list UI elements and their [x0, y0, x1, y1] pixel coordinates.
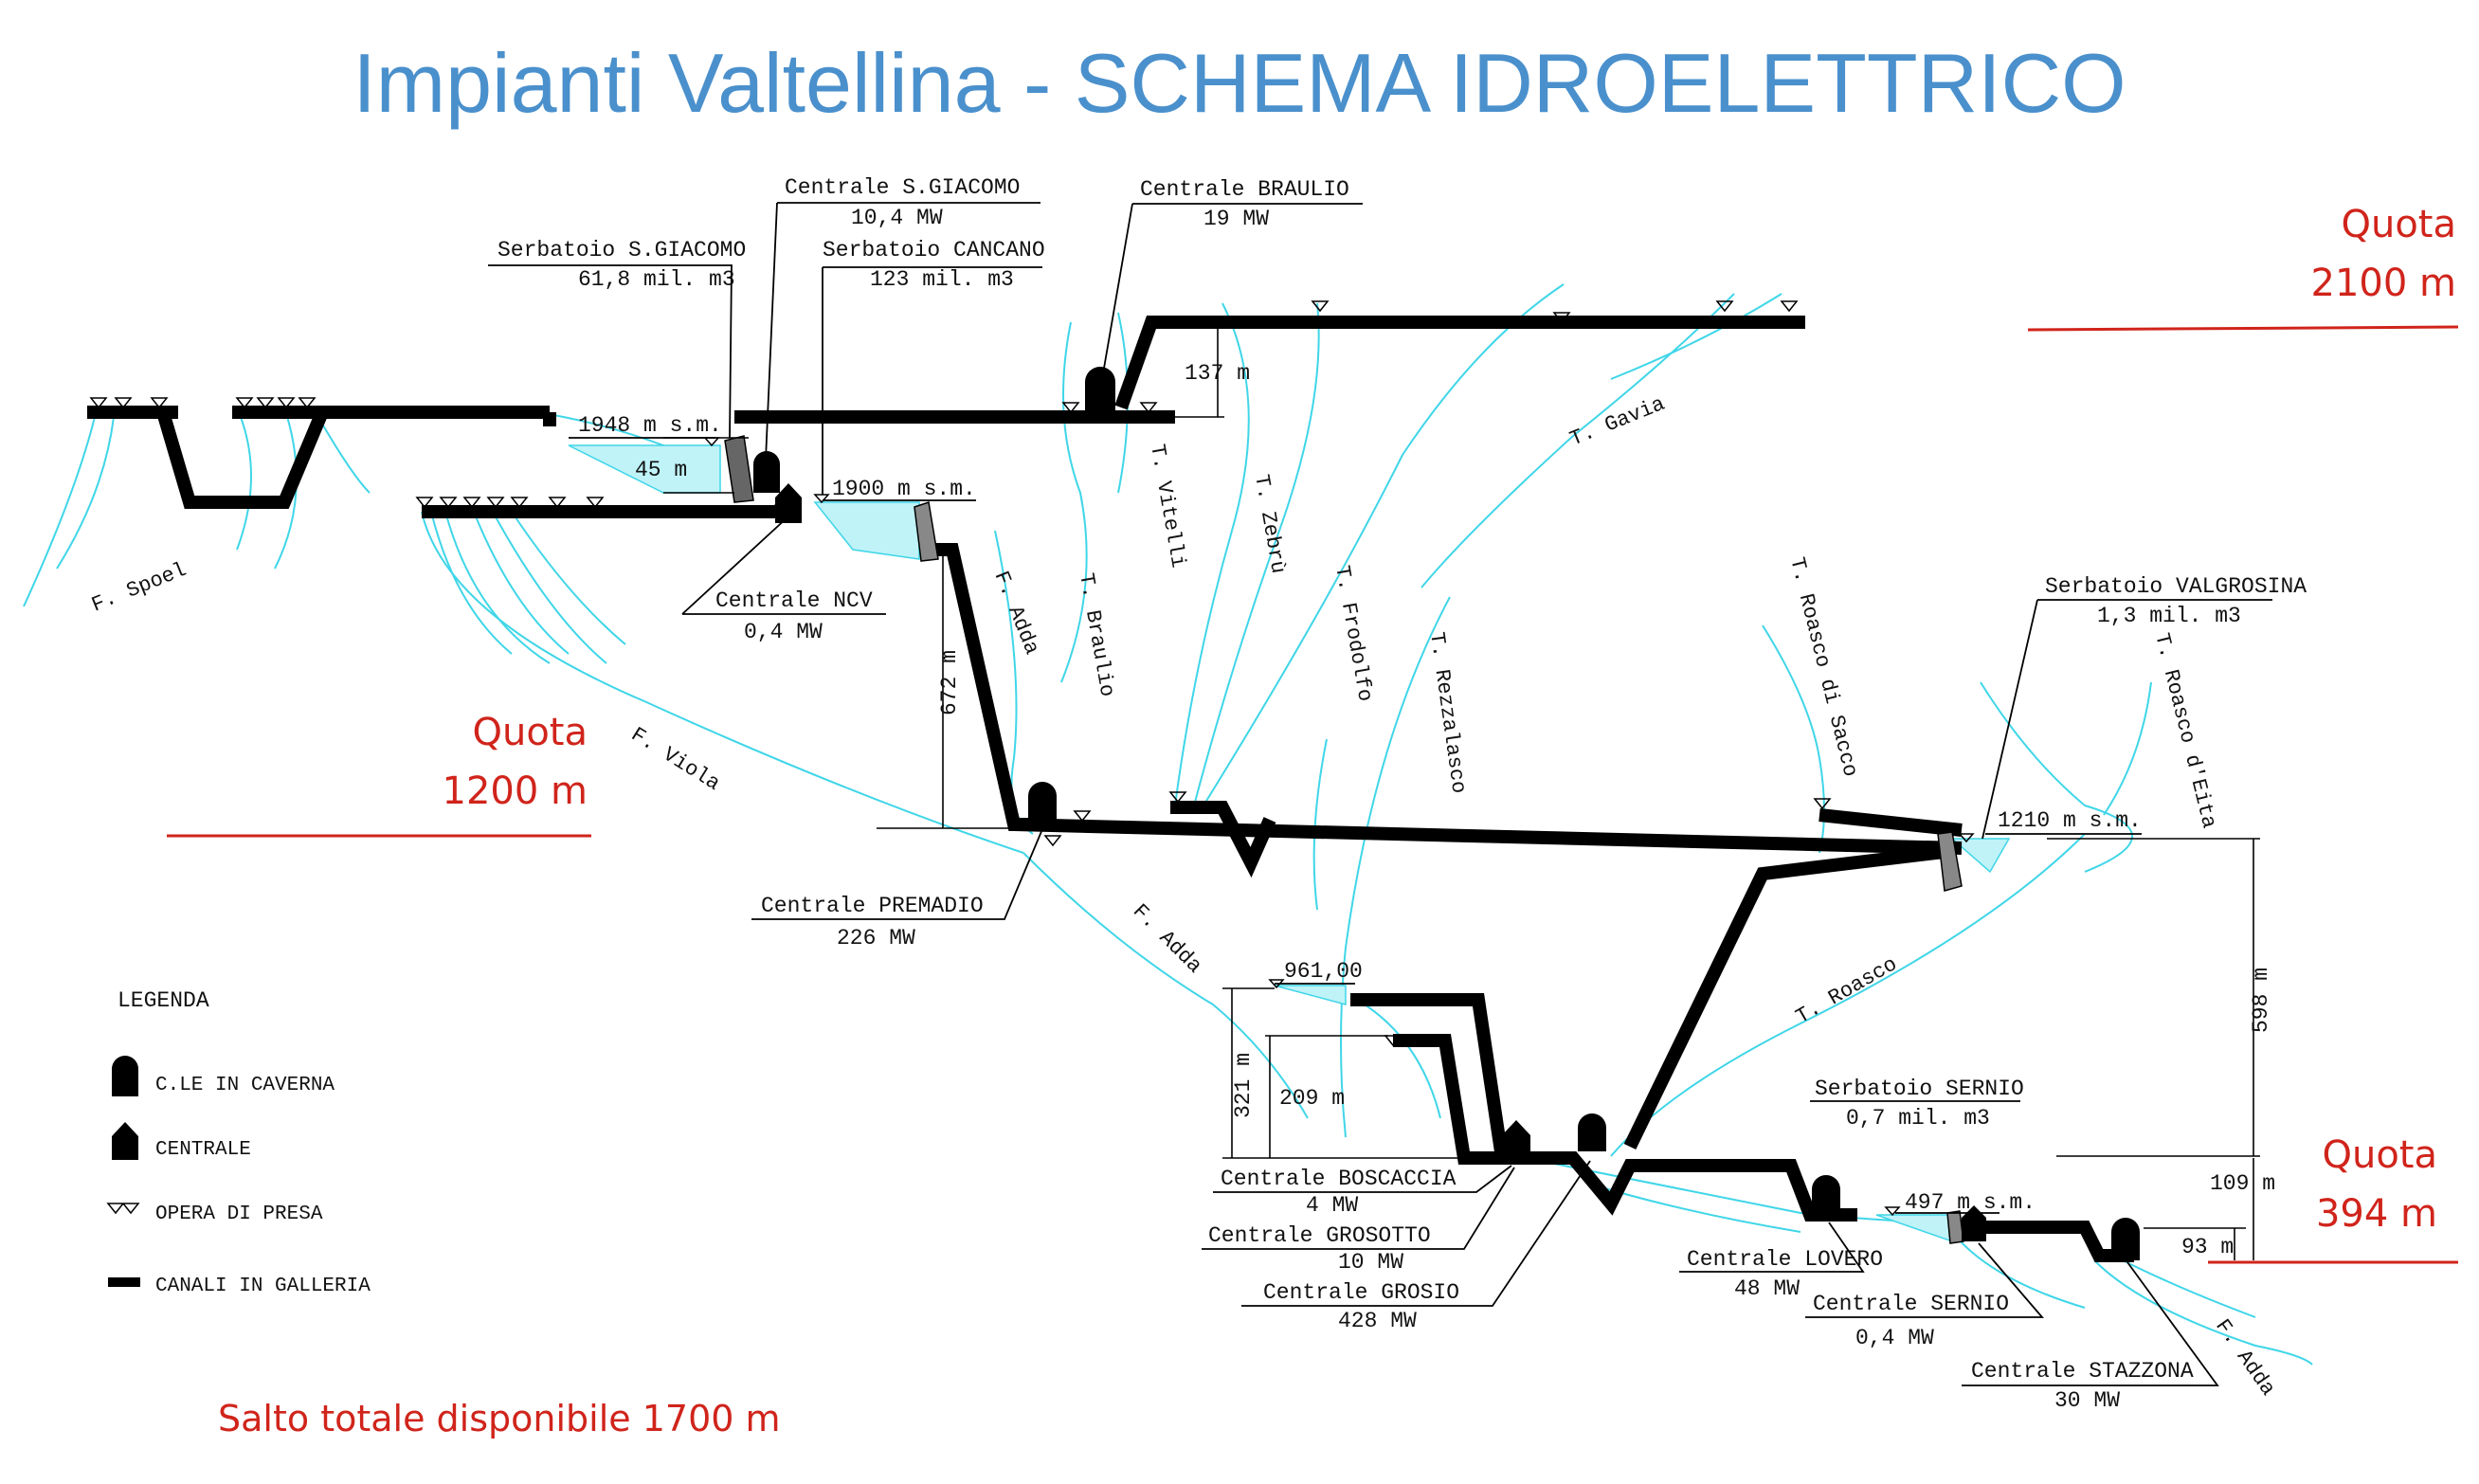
- power-plant-icon: [1502, 1120, 1530, 1164]
- svg-text:1948 m s.m.: 1948 m s.m.: [578, 413, 722, 438]
- svg-text:48 MW: 48 MW: [1734, 1276, 1800, 1301]
- svg-text:CENTRALE: CENTRALE: [155, 1139, 251, 1161]
- svg-text:Serbatoio VALGROSINA: Serbatoio VALGROSINA: [2045, 574, 2307, 599]
- svg-text:F. Adda: F. Adda: [1128, 899, 1206, 978]
- svg-text:Quota: Quota: [2322, 1133, 2437, 1177]
- cavern-plant-icon: [1085, 367, 1115, 417]
- svg-text:1200 m: 1200 m: [443, 769, 588, 813]
- svg-text:Quota: Quota: [2341, 203, 2456, 246]
- svg-text:T. Gavia: T. Gavia: [1566, 392, 1668, 452]
- intakes: [89, 300, 1832, 1047]
- reservoirs: [568, 444, 2011, 1243]
- svg-text:137 m: 137 m: [1185, 361, 1250, 386]
- svg-text:321 m: 321 m: [1231, 1053, 1256, 1118]
- svg-text:2100 m: 2100 m: [2311, 262, 2456, 305]
- svg-text:T. Rezzalasco: T. Rezzalasco: [1424, 630, 1471, 794]
- dam-sernio: [1946, 1210, 1964, 1244]
- svg-text:Quota: Quota: [472, 711, 588, 754]
- svg-text:497 m s.m.: 497 m s.m.: [1905, 1190, 2036, 1215]
- svg-text:F. Spoel: F. Spoel: [88, 558, 190, 618]
- svg-text:109 m: 109 m: [2210, 1171, 2275, 1196]
- svg-text:Centrale LOVERO: Centrale LOVERO: [1687, 1247, 1883, 1272]
- svg-text:Centrale GROSIO: Centrale GROSIO: [1263, 1280, 1459, 1305]
- river-labels: F. Spoel F. Viola F. Adda T. Braulio T. …: [88, 392, 2279, 1401]
- plants: [753, 367, 2140, 1260]
- svg-text:209 m: 209 m: [1279, 1086, 1345, 1111]
- svg-text:1,3 mil. m3: 1,3 mil. m3: [2097, 604, 2241, 628]
- dam-cancano: [914, 501, 939, 562]
- svg-text:226 MW: 226 MW: [837, 926, 915, 950]
- svg-text:1900 m s.m.: 1900 m s.m.: [832, 477, 976, 501]
- svg-text:0,4 MW: 0,4 MW: [1855, 1326, 1934, 1350]
- svg-text:C.LE IN CAVERNA: C.LE IN CAVERNA: [155, 1075, 335, 1096]
- rivers: [23, 283, 2313, 1366]
- svg-text:45 m: 45 m: [635, 458, 687, 482]
- salto-totale: Salto totale disponibile 1700 m: [218, 1398, 781, 1439]
- svg-text:672 m: 672 m: [937, 650, 962, 715]
- dimension-lines: 45 m 137 m 672 m 598 m 109 m 93 m 321 m …: [635, 322, 2275, 1260]
- svg-text:T. Roasco d'Eita: T. Roasco d'Eita: [2149, 631, 2220, 831]
- svg-text:1210 m s.m.: 1210 m s.m.: [1998, 808, 2142, 833]
- svg-text:Centrale PREMADIO: Centrale PREMADIO: [761, 894, 984, 918]
- tunnels: [87, 316, 2134, 1262]
- svg-text:Centrale SERNIO: Centrale SERNIO: [1813, 1292, 2009, 1316]
- quota-1200: Quota 1200 m: [167, 711, 591, 838]
- svg-text:T. Vitelli: T. Vitelli: [1145, 443, 1190, 570]
- facility-labels: Serbatoio S.GIACOMO 61,8 mil. m3 Central…: [488, 175, 2307, 1413]
- svg-text:Serbatoio S.GIACOMO: Serbatoio S.GIACOMO: [498, 238, 746, 262]
- svg-text:F. Adda: F. Adda: [989, 568, 1044, 658]
- svg-text:10 MW: 10 MW: [1338, 1250, 1403, 1275]
- cavern-plant-icon: [1028, 782, 1057, 824]
- svg-text:CANALI IN GALLERIA: CANALI IN GALLERIA: [155, 1276, 371, 1297]
- svg-text:123 mil. m3: 123 mil. m3: [870, 267, 1014, 292]
- svg-text:93 m: 93 m: [2181, 1235, 2234, 1259]
- power-plant-icon: [1962, 1205, 1986, 1241]
- svg-text:F. Viola: F. Viola: [626, 723, 724, 796]
- svg-text:428 MW: 428 MW: [1338, 1309, 1417, 1333]
- svg-text:Centrale BOSCACCIA: Centrale BOSCACCIA: [1221, 1167, 1457, 1191]
- svg-text:Centrale S.GIACOMO: Centrale S.GIACOMO: [785, 175, 1020, 200]
- svg-text:0,7 mil. m3: 0,7 mil. m3: [1846, 1106, 1990, 1131]
- svg-text:Serbatoio CANCANO: Serbatoio CANCANO: [823, 238, 1045, 262]
- page-title: Impianti Valtellina - SCHEMA IDROELETTRI…: [353, 36, 2126, 130]
- svg-text:T. Roasco di Sacco: T. Roasco di Sacco: [1784, 555, 1862, 780]
- power-plant-icon: [112, 1122, 138, 1160]
- svg-text:T. Zebrù: T. Zebrù: [1249, 473, 1290, 575]
- dam-valgrosina: [1937, 831, 1963, 892]
- svg-text:61,8 mil. m3: 61,8 mil. m3: [578, 267, 735, 292]
- dams: [724, 435, 1964, 1244]
- svg-text:0,4 MW: 0,4 MW: [744, 620, 823, 644]
- quota-394: Quota 394 m: [2208, 1133, 2458, 1264]
- intake-icon: [106, 1203, 140, 1215]
- power-plant-icon: [775, 483, 802, 523]
- legend: LEGENDA C.LE IN CAVERNA CENTRALE OPERA D…: [106, 988, 371, 1297]
- cavern-plant-icon: [2111, 1218, 2140, 1260]
- svg-text:F. Adda: F. Adda: [2210, 1315, 2279, 1401]
- svg-text:T. Braulio: T. Braulio: [1074, 571, 1119, 698]
- svg-text:10,4 MW: 10,4 MW: [851, 206, 943, 230]
- svg-text:Centrale NCV: Centrale NCV: [715, 588, 873, 613]
- svg-text:394 m: 394 m: [2316, 1192, 2437, 1236]
- tunnel-icon: [108, 1277, 140, 1287]
- svg-text:T. Frodolfo: T. Frodolfo: [1330, 564, 1377, 703]
- svg-text:Centrale BRAULIO: Centrale BRAULIO: [1140, 177, 1349, 202]
- svg-text:598 m: 598 m: [2249, 968, 2273, 1033]
- svg-text:LEGENDA: LEGENDA: [118, 988, 209, 1013]
- cavern-plant-icon: [1578, 1113, 1606, 1151]
- svg-text:Centrale GROSOTTO: Centrale GROSOTTO: [1208, 1223, 1431, 1248]
- svg-text:Centrale STAZZONA: Centrale STAZZONA: [1971, 1359, 2194, 1384]
- svg-text:Serbatoio SERNIO: Serbatoio SERNIO: [1815, 1077, 2024, 1101]
- cavern-plant-icon: [753, 451, 780, 493]
- svg-text:T. Roasco: T. Roasco: [1792, 952, 1901, 1029]
- cavern-plant-icon: [112, 1056, 138, 1096]
- svg-text:4 MW: 4 MW: [1306, 1193, 1358, 1218]
- svg-text:OPERA DI PRESA: OPERA DI PRESA: [155, 1203, 323, 1225]
- quota-2100: Quota 2100 m: [2027, 203, 2459, 332]
- cavern-plant-icon: [1812, 1175, 1840, 1218]
- svg-text:19 MW: 19 MW: [1203, 207, 1269, 231]
- svg-text:961,00: 961,00: [1284, 959, 1363, 984]
- svg-text:30 MW: 30 MW: [2054, 1388, 2120, 1413]
